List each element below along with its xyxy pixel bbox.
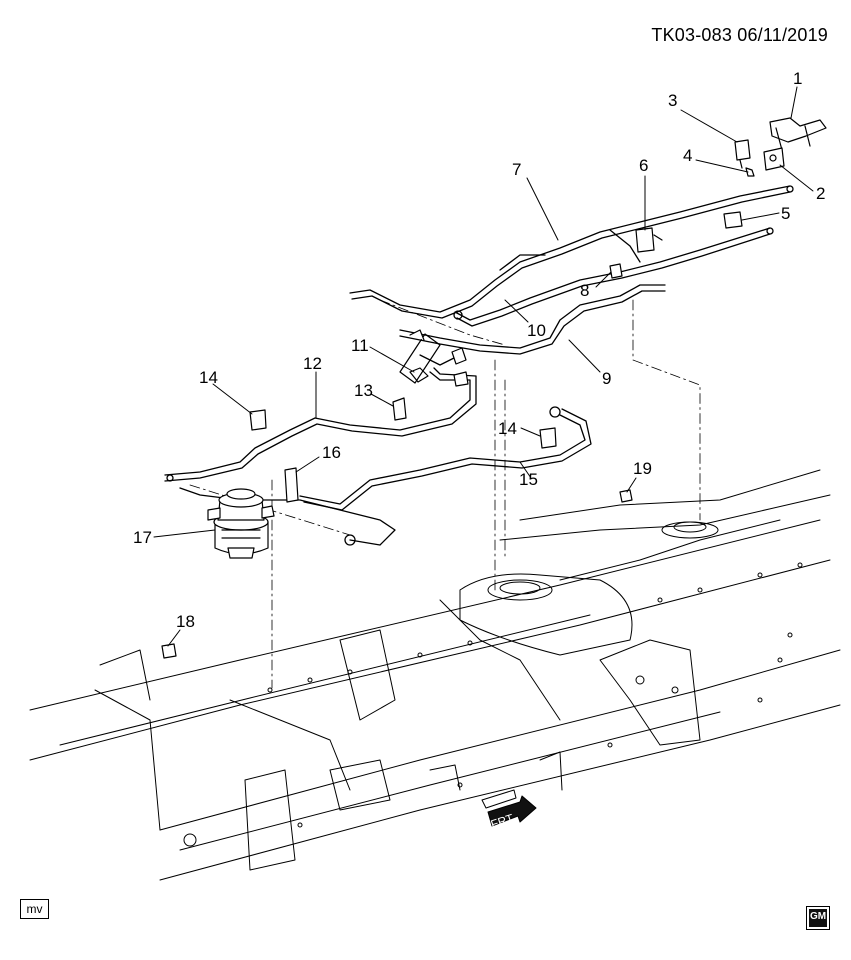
gm-logo-icon: GM bbox=[806, 906, 830, 930]
vehicle-frame bbox=[29, 469, 841, 881]
ref-5: 5 bbox=[781, 204, 791, 223]
ref-3: 3 bbox=[668, 91, 678, 110]
ref-4: 4 bbox=[683, 146, 693, 165]
fuel-line-assembly-lower bbox=[164, 354, 592, 546]
ref-11: 11 bbox=[351, 336, 369, 355]
ref-18: 18 bbox=[176, 612, 195, 631]
diagram-code-date: TK03-083 06/11/2019 bbox=[651, 25, 828, 45]
front-direction-arrow-icon: FRT bbox=[481, 789, 537, 832]
ref-10: 10 bbox=[527, 321, 546, 340]
ref-6: 6 bbox=[639, 156, 649, 175]
ref-2: 2 bbox=[816, 184, 826, 203]
ref-9: 9 bbox=[602, 369, 612, 388]
ref-13: 13 bbox=[354, 381, 373, 400]
ref-7: 7 bbox=[512, 160, 522, 179]
callout-leaders bbox=[153, 86, 814, 647]
ref-17: 17 bbox=[133, 528, 152, 547]
small-parts bbox=[161, 117, 827, 659]
ref-19: 19 bbox=[633, 459, 652, 478]
ref-16: 16 bbox=[322, 443, 341, 462]
fuel-line-assembly-upper bbox=[349, 185, 794, 355]
ref-14-right: 14 bbox=[498, 419, 517, 438]
svg-text:FRT: FRT bbox=[489, 811, 516, 832]
ref-14-left: 14 bbox=[199, 368, 218, 387]
fuel-filter-module bbox=[207, 488, 275, 559]
ref-12: 12 bbox=[303, 354, 322, 373]
ref-15: 15 bbox=[519, 470, 538, 489]
ref-1: 1 bbox=[793, 69, 803, 88]
mv-box-label: mv bbox=[20, 899, 49, 919]
ref-8: 8 bbox=[580, 281, 590, 300]
